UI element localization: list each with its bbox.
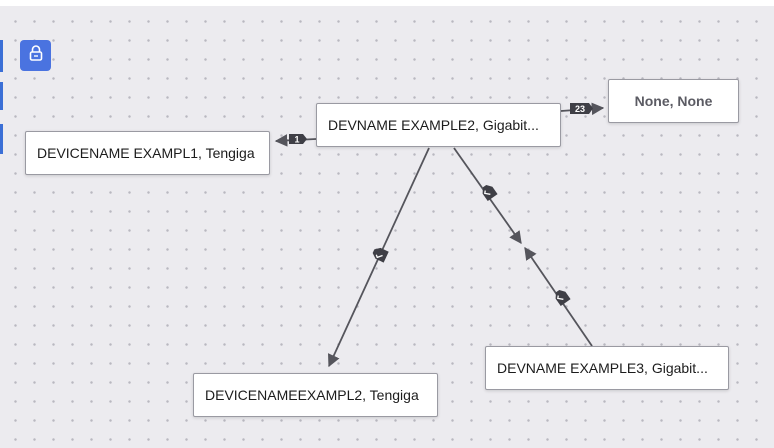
left-edge-marker xyxy=(0,82,3,110)
edge-label-device1: 1 xyxy=(294,135,299,145)
node-label: None, None xyxy=(634,93,713,109)
link-badge-icon xyxy=(482,184,498,202)
link-badge-icon xyxy=(372,247,389,263)
node-device4[interactable]: DEVNAME EXAMPLE3, Gigabit... xyxy=(485,346,729,390)
edge-badge-none: 23 xyxy=(570,103,593,114)
node-label: DEVICENAMEEXAMPL2, Tengiga xyxy=(205,387,419,403)
node-device2[interactable]: DEVNAME EXAMPLE2, Gigabit... xyxy=(316,103,561,147)
lock-icon xyxy=(27,44,45,67)
left-edge-marker xyxy=(0,124,3,154)
left-edge-marker xyxy=(0,40,3,72)
node-label: DEVICENAME EXAMPL1, Tengiga xyxy=(37,145,255,161)
edge-label-none: 23 xyxy=(575,104,585,114)
link-badge-icon xyxy=(555,289,571,307)
node-label: DEVNAME EXAMPLE2, Gigabit... xyxy=(328,117,539,133)
lock-button[interactable] xyxy=(20,40,51,71)
node-device1[interactable]: DEVICENAME EXAMPL1, Tengiga xyxy=(25,131,270,175)
node-device3[interactable]: DEVICENAMEEXAMPL2, Tengiga xyxy=(193,373,438,417)
node-label: DEVNAME EXAMPLE3, Gigabit... xyxy=(497,360,708,376)
edge-badge-device1: 1 xyxy=(289,134,307,145)
node-none[interactable]: None, None xyxy=(608,79,739,123)
